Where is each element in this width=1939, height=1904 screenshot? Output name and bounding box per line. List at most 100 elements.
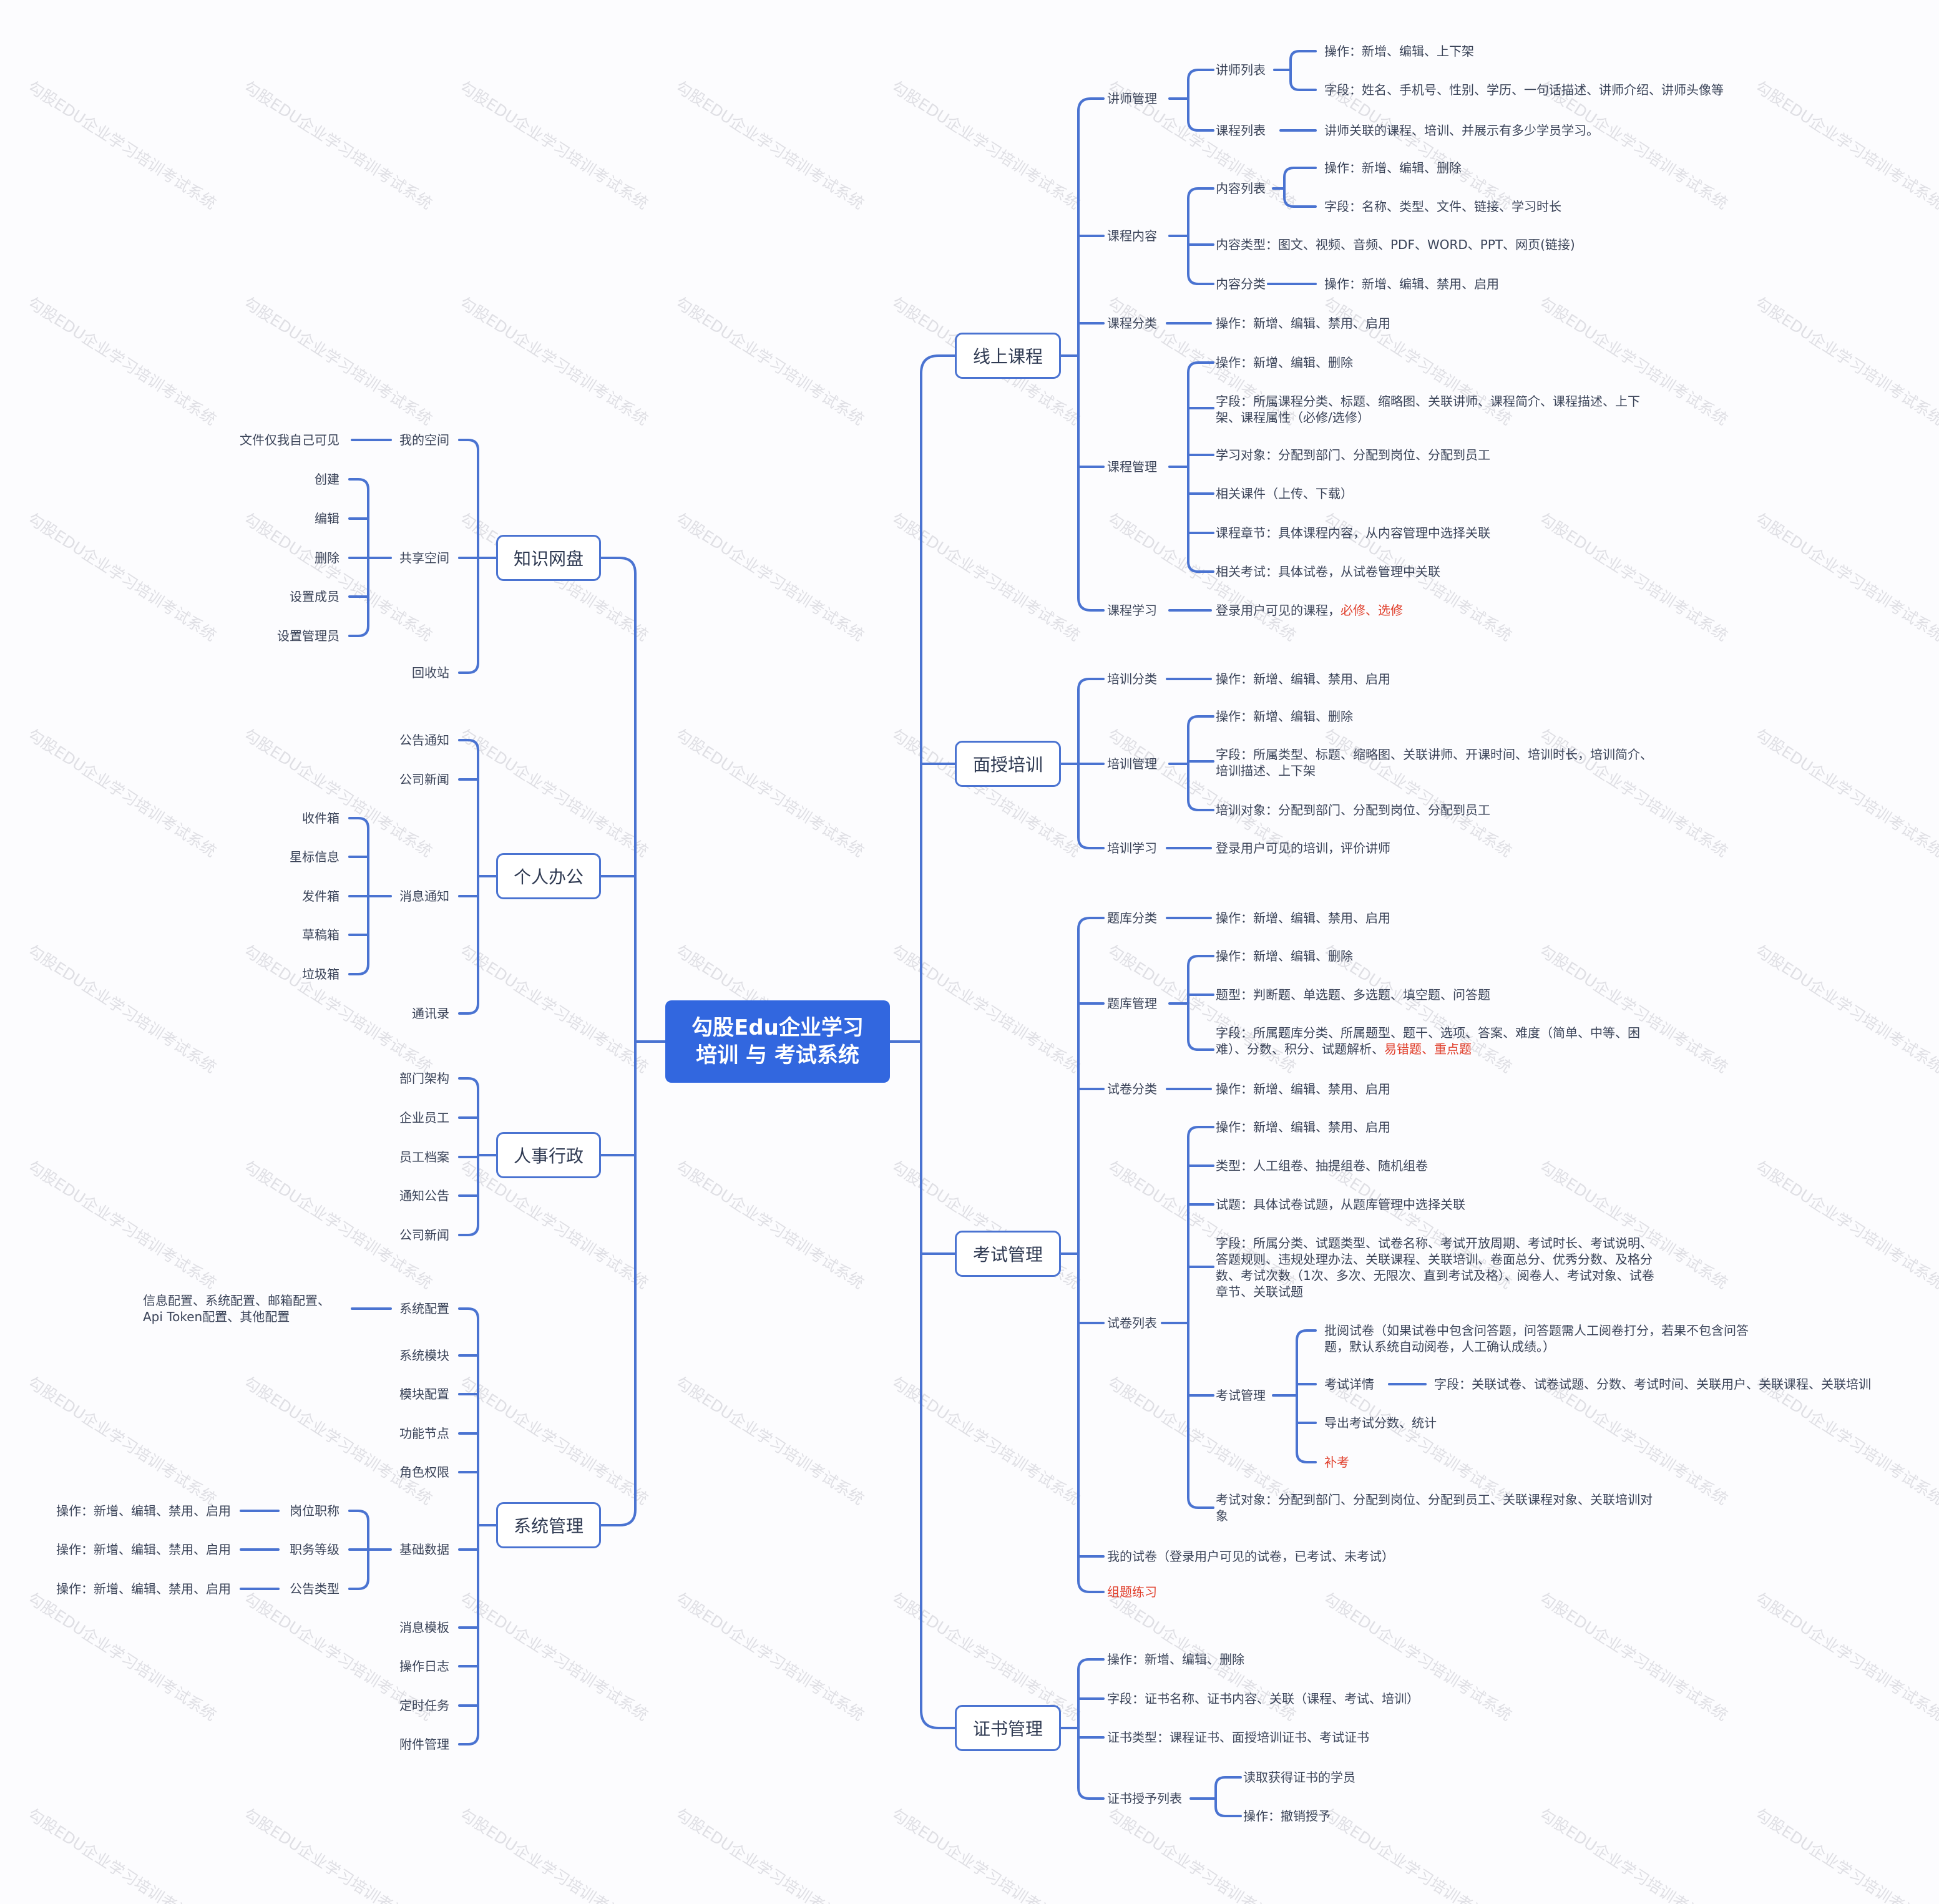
node-attachments[interactable]: 附件管理 [399, 1737, 449, 1752]
node-bank-category[interactable]: 题库分类 [1107, 911, 1157, 925]
node-operation-log[interactable]: 操作日志 [399, 1659, 449, 1674]
text-line: 信息配置、系统配置、邮箱配置、 [143, 1293, 330, 1308]
node-lecturer-fields: 字段：姓名、手机号、性别、学历、一句话描述、讲师介绍、讲师头像等 [1324, 82, 1724, 97]
node-hr-notice[interactable]: 通知公告 [399, 1188, 449, 1203]
branch-exam-management[interactable]: 考试管理 [955, 1231, 1061, 1277]
node-department[interactable]: 部门架构 [399, 1071, 449, 1086]
node-drafts: 草稿箱 [302, 927, 339, 942]
branch-system-management[interactable]: 系统管理 [496, 1502, 601, 1548]
separator: 、 [1365, 603, 1378, 618]
node-system-config[interactable]: 系统配置 [399, 1301, 449, 1316]
connector [1296, 1339, 1317, 1463]
node-my-space[interactable]: 我的空间 [399, 432, 449, 447]
node-course-learning[interactable]: 课程学习 [1107, 603, 1157, 618]
node-content-list[interactable]: 内容列表 [1216, 181, 1266, 196]
branch-face-training[interactable]: 面授培训 [955, 741, 1061, 787]
node-bank-mgmt[interactable]: 题库管理 [1107, 996, 1157, 1011]
branch-online-course[interactable]: 线上课程 [955, 333, 1061, 379]
highlight-elective: 选修 [1378, 603, 1403, 618]
text: 难）、分数、积分、试题解析、 [1216, 1042, 1384, 1057]
node-my-space-desc: 文件仅我自己可见 [240, 432, 339, 447]
branch-knowledge-drive[interactable]: 知识网盘 [496, 535, 601, 581]
node-paper-questions: 试题：具体试卷试题，从题库管理中选择关联 [1216, 1197, 1465, 1212]
node-create: 创建 [315, 472, 339, 487]
node-lecturer-list[interactable]: 讲师列表 [1216, 62, 1266, 77]
text-line: 象 [1216, 1508, 1228, 1523]
node-contacts[interactable]: 通讯录 [412, 1006, 449, 1021]
node-system-module[interactable]: 系统模块 [399, 1348, 449, 1363]
node-bank-category-ops: 操作：新增、编辑、禁用、启用 [1216, 911, 1390, 925]
node-employees[interactable]: 企业员工 [399, 1110, 449, 1125]
node-bank-types: 题型：判断题、单选题、多选题、填空题、问答题 [1216, 987, 1490, 1002]
connector [1077, 678, 1105, 691]
root-node[interactable]: 勾股Edu企业学习 培训 与 考试系统 [665, 1000, 890, 1083]
text-line: 字段：所属题库分类、所属题型、题干、选项、答案、难度（简单、中等、困 [1216, 1025, 1640, 1040]
node-function-nodes[interactable]: 功能节点 [399, 1426, 449, 1441]
connector [458, 1077, 479, 1090]
node-content-category[interactable]: 内容分类 [1216, 276, 1266, 291]
text-line: 题，默认系统自动阅卷，人工确认成绩。） [1324, 1339, 1555, 1354]
connector [920, 354, 956, 374]
node-lecturer-mgmt[interactable]: 讲师管理 [1107, 91, 1157, 106]
node-cert-read: 读取获得证书的学员 [1243, 1770, 1355, 1785]
node-exam-detail[interactable]: 考试详情 [1324, 1377, 1374, 1392]
node-paper-list[interactable]: 试卷列表 [1107, 1316, 1157, 1330]
connector [1077, 1669, 1105, 1800]
node-shared-space[interactable]: 共享空间 [399, 550, 449, 565]
node-basic-data[interactable]: 基础数据 [399, 1542, 449, 1557]
node-outbox: 发件箱 [302, 889, 339, 904]
branch-personal-office[interactable]: 个人办公 [496, 853, 601, 899]
node-role-permissions[interactable]: 角色权限 [399, 1465, 449, 1480]
text-line: 字段：所属类型、标题、缩略图、关联讲师、开课时间、培训时长，培训简介、 [1216, 747, 1653, 762]
node-module-config[interactable]: 模块配置 [399, 1387, 449, 1402]
branch-hr-admin[interactable]: 人事行政 [496, 1132, 601, 1178]
node-set-admins: 设置管理员 [277, 628, 339, 643]
node-recycle-bin[interactable]: 回收站 [412, 665, 449, 680]
node-training-ops: 操作：新增、编辑、删除 [1216, 709, 1353, 724]
node-post-title[interactable]: 岗位职称 [290, 1503, 339, 1518]
node-lecturer-ops: 操作：新增、编辑、上下架 [1324, 44, 1474, 59]
node-office-notice[interactable]: 公告通知 [399, 733, 449, 748]
connector [600, 572, 637, 1526]
connector [458, 749, 479, 1015]
node-exam-mgmt[interactable]: 考试管理 [1216, 1388, 1266, 1403]
connector [458, 739, 479, 751]
node-course-mgmt[interactable]: 课程管理 [1107, 459, 1157, 474]
node-hr-news[interactable]: 公司新闻 [399, 1228, 449, 1242]
branch-certificate-management[interactable]: 证书管理 [955, 1705, 1061, 1751]
node-training-learning[interactable]: 培训学习 [1107, 841, 1157, 856]
node-notice-type[interactable]: 公告类型 [290, 1581, 339, 1596]
connector [1077, 917, 1105, 930]
node-job-level-ops: 操作：新增、编辑、禁用、启用 [56, 1542, 231, 1557]
node-system-config-desc: 信息配置、系统配置、邮箱配置、 Api Token配置、其他配置 [143, 1292, 330, 1325]
node-post-title-ops: 操作：新增、编辑、禁用、启用 [56, 1503, 231, 1518]
node-training-mgmt[interactable]: 培训管理 [1107, 756, 1157, 771]
node-cert-revoke: 操作：撤销授予 [1243, 1809, 1331, 1823]
text-line: 培训描述、上下架 [1216, 763, 1316, 778]
text-line: Api Token配置、其他配置 [143, 1309, 290, 1324]
node-job-level[interactable]: 职务等级 [290, 1542, 339, 1557]
connector [1187, 79, 1214, 132]
separator: 、 [1422, 1042, 1434, 1057]
node-message-template[interactable]: 消息模板 [399, 1620, 449, 1635]
connector [458, 439, 479, 451]
node-export-scores: 导出考试分数、统计 [1324, 1415, 1437, 1430]
connector [348, 827, 369, 975]
node-exam-detail-fields: 字段：关联试卷、试卷试题、分数、考试时间、关联用户、关联课程、关联培训 [1434, 1377, 1871, 1392]
node-course-content[interactable]: 课程内容 [1107, 228, 1157, 243]
node-course-mgmt-fields: 字段：所属课程分类、标题、缩略图、关联讲师、课程简介、课程描述、上下 架、课程属… [1216, 393, 1640, 426]
connector [348, 478, 369, 491]
node-office-news[interactable]: 公司新闻 [399, 772, 449, 787]
node-content-types: 内容类型：图文、视频、音频、PDF、WORD、PPT、网页(链接) [1216, 237, 1575, 252]
node-cert-grant-list[interactable]: 证书授予列表 [1107, 1791, 1182, 1806]
node-employee-files[interactable]: 员工档案 [399, 1150, 449, 1164]
node-paper-category[interactable]: 试卷分类 [1107, 1081, 1157, 1096]
node-course-category[interactable]: 课程分类 [1107, 316, 1157, 331]
node-course-list[interactable]: 课程列表 [1216, 123, 1266, 138]
node-practice: 组题练习 [1107, 1584, 1157, 1599]
node-cron-jobs[interactable]: 定时任务 [399, 1698, 449, 1713]
node-inbox: 收件箱 [302, 811, 339, 826]
node-training-category[interactable]: 培训分类 [1107, 671, 1157, 686]
node-message-notice[interactable]: 消息通知 [399, 889, 449, 904]
text-line: 考试对象：分配到部门、分配到岗位、分配到员工、关联课程对象、关联培训对 [1216, 1492, 1653, 1507]
